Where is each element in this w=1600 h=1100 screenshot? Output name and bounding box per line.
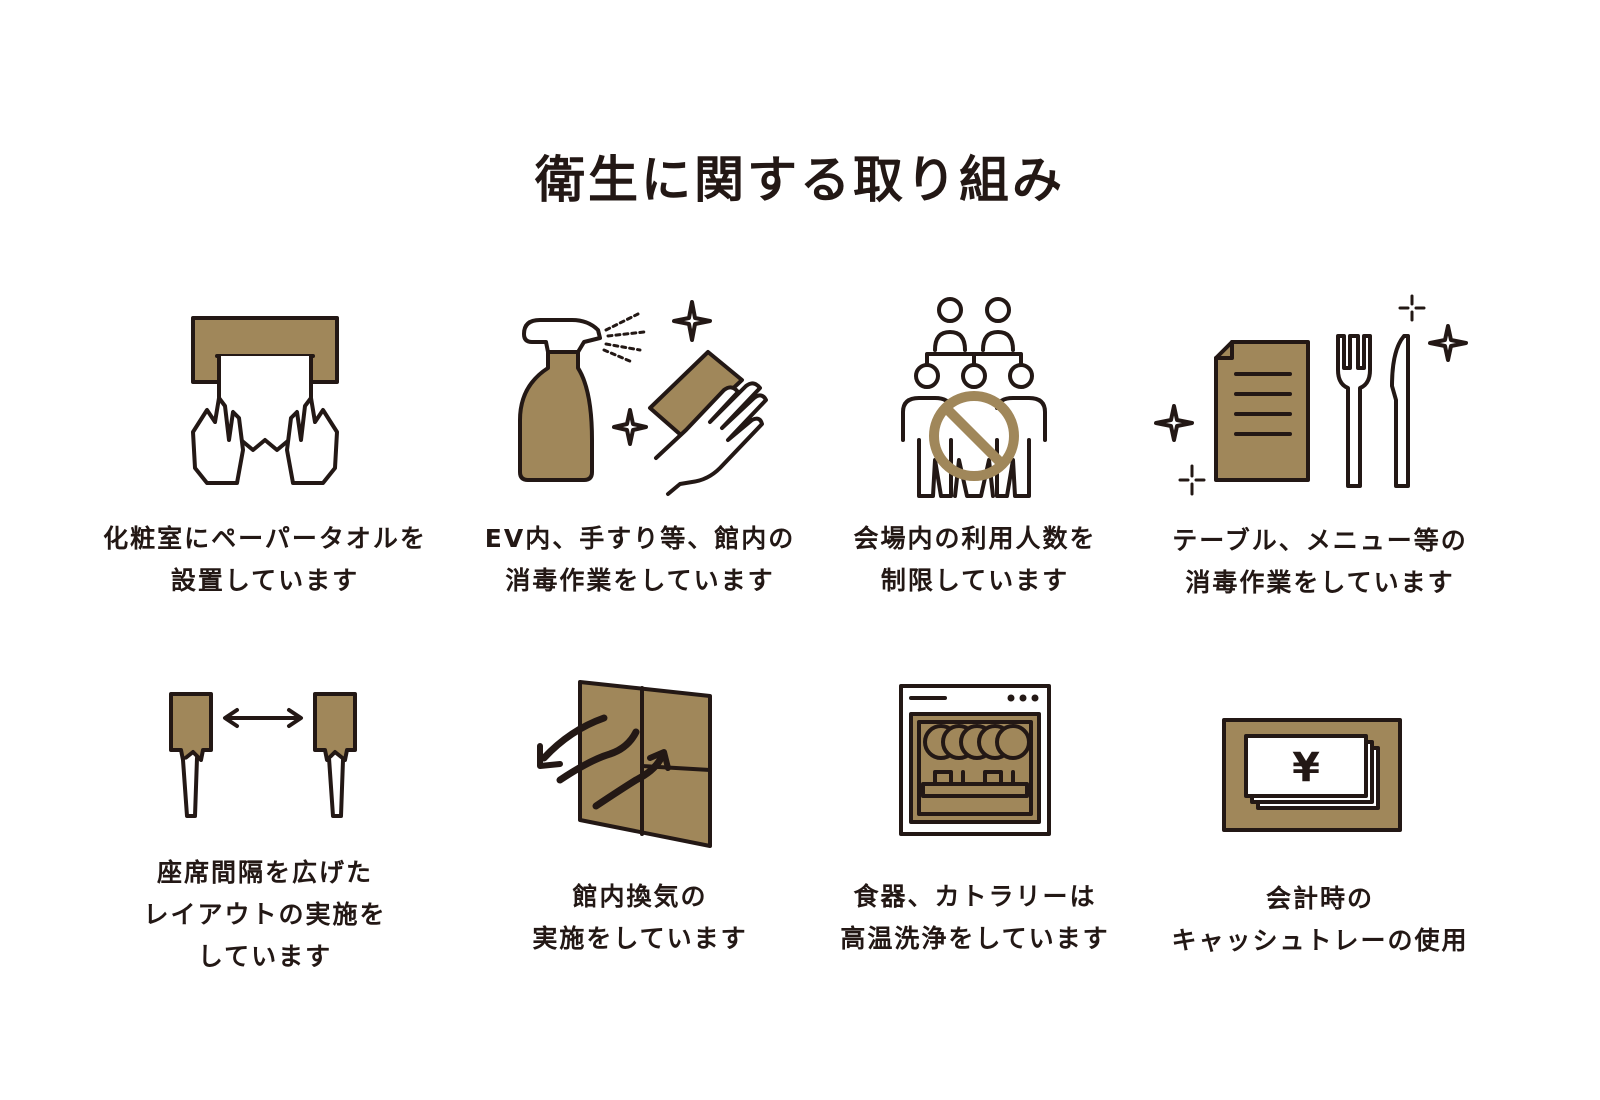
caption: 館内換気の 実施をしています [460, 876, 820, 960]
caption-line: 制限しています [880, 566, 1070, 595]
caption: 化粧室にペーパータオルを 設置しています [85, 518, 445, 602]
caption-line: 消毒作業をしています [1185, 568, 1455, 597]
menu-cutlery-clean-icon [1140, 290, 1500, 520]
caption-line: しています [197, 942, 333, 971]
yen-symbol: ¥ [1292, 745, 1320, 791]
caption-line: テーブル、メニュー等の [1172, 526, 1468, 555]
ventilation-icon [460, 670, 820, 900]
caption-line: 会場内の利用人数を [853, 524, 1097, 553]
dishwasher-icon [795, 680, 1155, 910]
cash-tray-icon: ¥ [1140, 680, 1500, 910]
caption: EV内、手すり等、館内の 消毒作業をしています [460, 518, 820, 602]
spray-disinfect-icon [460, 290, 820, 520]
caption: 座席間隔を広げた レイアウトの実施を しています [85, 852, 445, 978]
caption-line: 実施をしています [532, 924, 748, 953]
caption-line: キャッシュトレーの使用 [1171, 926, 1469, 955]
seat-distance-icon [85, 680, 445, 910]
caption: 会計時の キャッシュトレーの使用 [1140, 878, 1500, 962]
caption-line: 館内換気の [572, 882, 708, 911]
caption-line: 化粧室にペーパータオルを [103, 524, 427, 553]
caption-line: EV内、手すり等、館内の [484, 524, 796, 553]
caption-line: 食器、カトラリーは [853, 882, 1097, 911]
caption-line: 消毒作業をしています [505, 566, 775, 595]
paper-towel-icon [85, 290, 445, 520]
caption-line: 設置しています [170, 566, 360, 595]
caption-line: 会計時の [1265, 884, 1374, 913]
caption: テーブル、メニュー等の 消毒作業をしています [1140, 520, 1500, 604]
capacity-limit-icon [795, 290, 1155, 520]
caption-line: 座席間隔を広げた [156, 858, 373, 887]
caption-line: レイアウトの実施を [143, 900, 387, 929]
caption: 食器、カトラリーは 高温洗浄をしています [795, 876, 1155, 960]
caption-line: 高温洗浄をしています [840, 924, 1110, 953]
caption: 会場内の利用人数を 制限しています [795, 518, 1155, 602]
page-title: 衛生に関する取り組み [535, 151, 1065, 209]
